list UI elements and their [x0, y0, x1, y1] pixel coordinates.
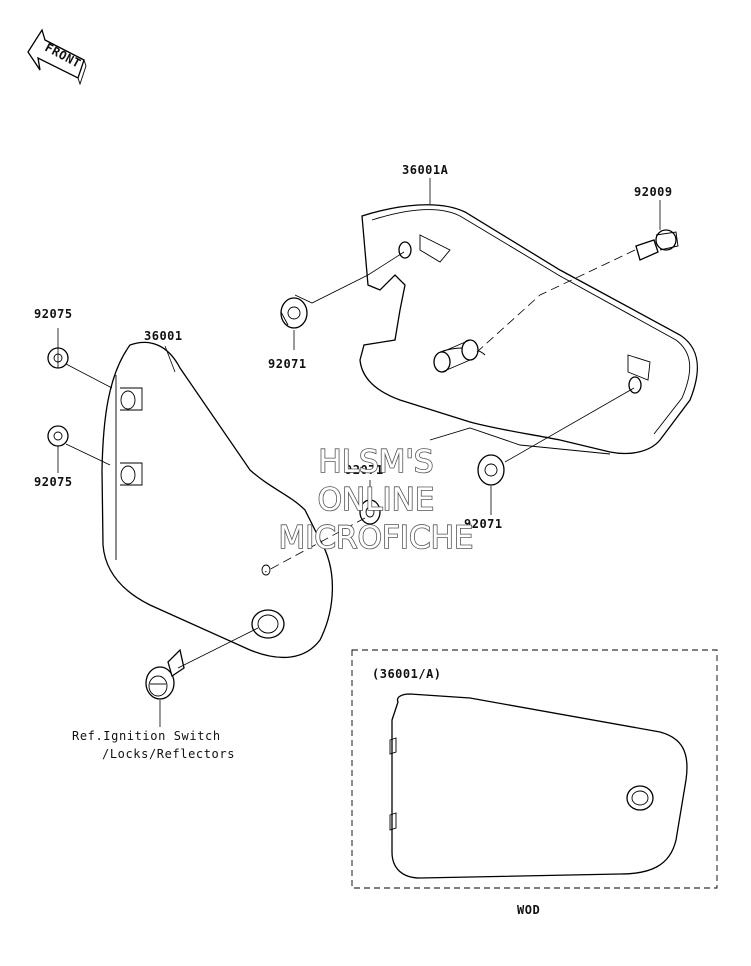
inset-panel: (36001/A) WOD [351, 649, 718, 917]
label-36001: 36001 [144, 329, 183, 343]
watermark-line-2: ONLINE [318, 482, 435, 518]
inset-caption: WOD [517, 903, 540, 917]
label-92075-upper: 92075 [34, 307, 73, 321]
side-cover-right [359, 204, 699, 455]
reference-line-1: Ref.Ignition Switch [72, 729, 221, 743]
label-92071-upper: 92071 [268, 357, 307, 371]
watermark-line-1: HLSM'S [318, 444, 433, 480]
label-36001A: 36001A [402, 163, 449, 177]
grommet-right-upper [280, 297, 308, 329]
label-92075-lower: 92075 [34, 475, 73, 489]
label-92071-center: 92071 [345, 463, 384, 477]
grommet-left-lower [47, 425, 69, 447]
inset-title: (36001/A) [372, 667, 442, 681]
ignition-switch [145, 648, 185, 700]
bolt-92009 [635, 229, 679, 261]
watermark: HLSM'S ONLINE MICROFICHE [278, 443, 475, 557]
side-cover-left [101, 341, 334, 659]
grommet-right-lower [477, 454, 505, 486]
reference-line-2: /Locks/Reflectors [102, 747, 235, 761]
leader-lines [57, 178, 661, 727]
watermark-line-3: MICROFICHE [279, 520, 474, 556]
label-92071-lower: 92071 [464, 517, 503, 531]
label-92009: 92009 [634, 185, 673, 199]
front-arrow-icon: FRONT [27, 28, 87, 86]
